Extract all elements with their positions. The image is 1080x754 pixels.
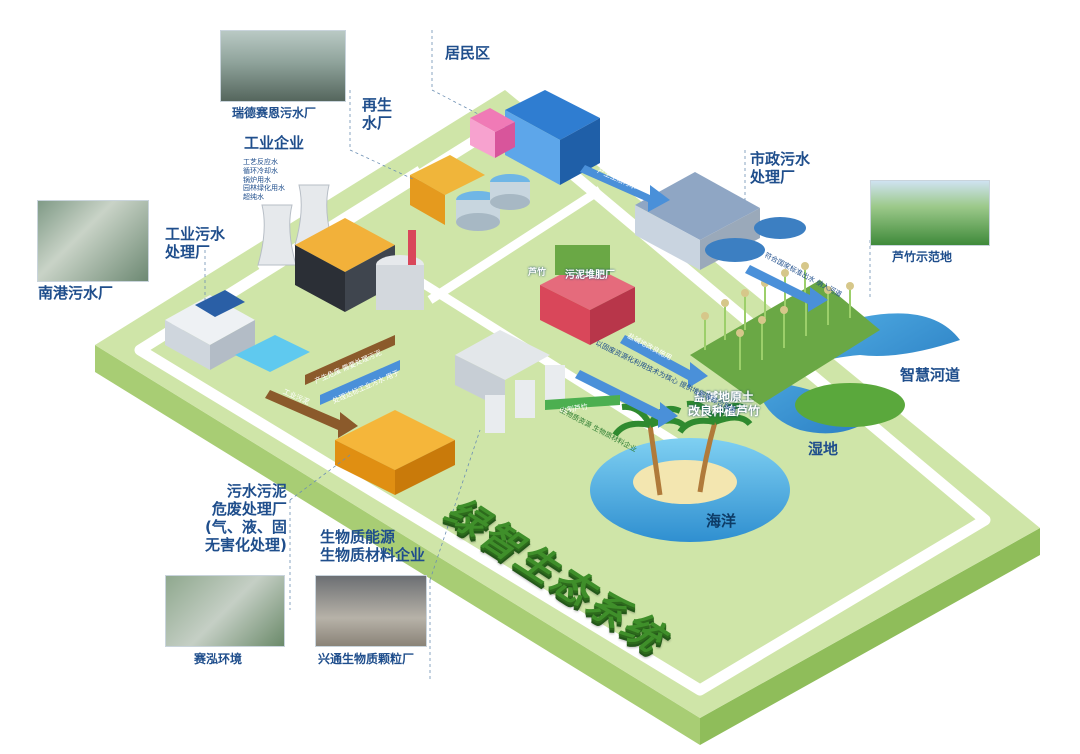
industrial-use-item: 超纯水 bbox=[243, 193, 264, 201]
palm-tree-icon bbox=[612, 400, 753, 496]
label-ruide-plant: 瑞德赛恩污水厂 bbox=[232, 106, 317, 120]
label-reed-demo: 芦竹示范地 bbox=[892, 250, 953, 264]
arrow-reed-harvest bbox=[545, 395, 620, 410]
wetland-greenery bbox=[795, 383, 905, 427]
label-leader-lines bbox=[204, 30, 871, 680]
municipal-wwtp bbox=[635, 172, 806, 270]
arrow-industrial-sewage bbox=[265, 390, 358, 438]
label-industrial-wwtp: 工业污水 处理厂 bbox=[165, 225, 226, 261]
reed-field-icon bbox=[690, 262, 880, 405]
arrow-sludge-tech bbox=[575, 370, 678, 428]
label-industrial-enterprise: 工业企业 bbox=[244, 134, 305, 152]
label-biomass: 生物质能源 生物质材料企业 bbox=[320, 528, 426, 564]
label-sludge-fertilizer: 污泥堆肥厂 bbox=[565, 270, 615, 281]
industrial-use-item: 锅炉用水 bbox=[243, 175, 271, 184]
industrial-enterprise bbox=[257, 184, 424, 312]
photo-reed-demo bbox=[870, 180, 990, 246]
sludge-fertilizer-plant bbox=[540, 245, 635, 345]
arrow-domestic-sewage bbox=[580, 165, 670, 212]
photo-saihong bbox=[165, 575, 285, 647]
industrial-use-item: 园林绿化用水 bbox=[243, 184, 285, 193]
label-nangang-plant: 南港污水厂 bbox=[38, 284, 114, 302]
sludge-hazard-plant bbox=[335, 410, 455, 495]
label-smart-river: 智慧河道 bbox=[900, 366, 961, 384]
label-reed-small: 芦竹 bbox=[528, 268, 547, 278]
industrial-uses-list: 工艺反应水 循环冷却水 锅炉用水 园林绿化用水 超纯水 bbox=[243, 158, 285, 202]
photo-nangang-plant bbox=[37, 200, 149, 282]
label-municipal-wwtp: 市政污水 处理厂 bbox=[750, 150, 811, 186]
photo-xingtong bbox=[315, 575, 427, 647]
label-saihong: 赛泓环境 bbox=[194, 652, 243, 666]
arrow-industrial-hazard bbox=[305, 335, 395, 385]
label-sludge-hazard: 污水污泥 危废处理厂 (气、液、固 无害化处理) bbox=[205, 482, 287, 554]
label-residential: 居民区 bbox=[445, 44, 491, 62]
industrial-wwtp bbox=[165, 290, 310, 372]
arrow-treated-discharge bbox=[745, 265, 828, 312]
solar-panel-icon bbox=[195, 290, 245, 317]
label-ocean: 海洋 bbox=[706, 512, 737, 530]
platform-right-side bbox=[700, 528, 1040, 745]
arrow-industrial-output bbox=[320, 360, 400, 405]
recycled-water-plant bbox=[410, 155, 530, 231]
biomass-plant bbox=[455, 330, 565, 433]
label-recycled-water-plant: 再生 水厂 bbox=[362, 96, 393, 132]
photo-ruide-plant bbox=[220, 30, 346, 102]
platform-left-side bbox=[95, 345, 700, 745]
industrial-use-item: 工艺反应水 bbox=[243, 158, 278, 166]
cooling-tower-icon bbox=[257, 204, 297, 266]
industrial-use-item: 循环冷却水 bbox=[243, 166, 278, 175]
label-saline-soil: 盐碱地原土 改良种植芦竹 bbox=[688, 390, 761, 419]
ocean-area bbox=[590, 438, 790, 542]
label-wetland: 湿地 bbox=[808, 440, 839, 458]
flow-arrows bbox=[265, 165, 828, 438]
label-xingtong: 兴通生物质颗粒厂 bbox=[318, 652, 415, 666]
arrow-saline bbox=[620, 335, 708, 388]
ocean-island bbox=[633, 460, 737, 504]
